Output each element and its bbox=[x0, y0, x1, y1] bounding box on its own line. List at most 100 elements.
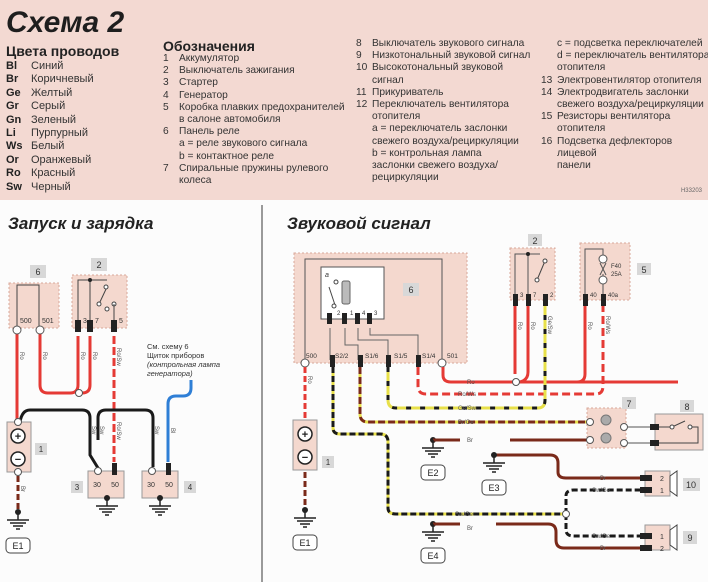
fuse-rating: 25A bbox=[611, 272, 622, 278]
component-label: 7 bbox=[626, 399, 631, 409]
wire-color-name: Черный bbox=[31, 180, 71, 193]
legend-item: 14 Электродвигатель заслонки bbox=[541, 87, 708, 99]
wire-label: Ro bbox=[306, 376, 312, 384]
legend-text: Выключатель звукового сигнала bbox=[372, 38, 525, 49]
legend-number: 3 bbox=[163, 77, 169, 89]
legend-text: Низкотональный звуковой сигнал bbox=[372, 50, 531, 62]
legend-number: 10 bbox=[356, 62, 368, 74]
component-label-box bbox=[30, 265, 46, 278]
pin-label: 500 bbox=[306, 353, 317, 360]
wire-label: Ro/Ws bbox=[604, 316, 610, 334]
legend-number: 13 bbox=[541, 74, 553, 86]
legend-text: сигнал bbox=[372, 74, 404, 86]
pin-label: 4 bbox=[362, 311, 366, 317]
pin-label: 3 bbox=[520, 293, 524, 299]
legend-text: в салоне автомобиля bbox=[179, 114, 281, 126]
ignition-switch-2 bbox=[509, 247, 556, 301]
wire-label: Ro/Sw bbox=[115, 348, 121, 366]
pin-label: 500 bbox=[20, 318, 32, 325]
legend-text: заслонки свежего воздуха/ bbox=[372, 160, 498, 172]
legend-number: 14 bbox=[541, 86, 553, 98]
wire-label: Ro bbox=[41, 352, 47, 360]
legend-text: Панель реле bbox=[179, 126, 240, 138]
legend-item: 5 Коробка плавких предохранителей bbox=[163, 102, 353, 114]
ignition-switch-2 bbox=[71, 274, 128, 329]
ground-label: E4 bbox=[427, 551, 438, 561]
legend-item: b = контрольная лампа bbox=[356, 148, 546, 160]
wire-color-name: Красный bbox=[31, 167, 76, 180]
wire-color-code: Ws bbox=[6, 140, 23, 153]
relay-label: a bbox=[325, 272, 329, 279]
wire-color-code: Ro bbox=[6, 167, 21, 180]
component-label: 6 bbox=[408, 285, 413, 295]
pin-label: 7 bbox=[533, 293, 537, 299]
component-label: 2 bbox=[532, 236, 537, 246]
wire-label: Ro/Ws bbox=[458, 392, 476, 398]
pin-label: S1/5 bbox=[394, 353, 408, 360]
legend-text: свежего воздуха/рециркуляции bbox=[372, 135, 519, 147]
wire-label: Ro bbox=[79, 352, 85, 360]
legend-text: b = контрольная лампа bbox=[372, 147, 482, 159]
legend-text: Спиральные пружины рулевого bbox=[179, 162, 329, 174]
legend-item: a = переключатель заслонки bbox=[356, 123, 546, 135]
pin-label: 2 bbox=[660, 476, 664, 483]
wire-label: Br/Ge bbox=[458, 420, 474, 426]
wire-color-code: Bl bbox=[6, 60, 17, 72]
wire-colors-heading: Цвета проводов bbox=[6, 43, 120, 59]
fuse-box-5 bbox=[579, 242, 631, 301]
pin-label: 50 bbox=[165, 482, 173, 489]
note-line: (контрольная лампа bbox=[147, 360, 221, 369]
wire-label: Sw/Ge bbox=[592, 534, 611, 540]
pin-label: 1 bbox=[660, 534, 664, 541]
legend-item: панели bbox=[541, 160, 708, 172]
legend-text: Коробка плавких предохранителей bbox=[179, 101, 345, 113]
legend-text: a = переключатель заслонки bbox=[372, 123, 508, 135]
wire-label: Br bbox=[19, 486, 25, 492]
legend-number: 5 bbox=[163, 101, 169, 113]
wire-color-name: Белый bbox=[31, 140, 65, 153]
pin-label: S2/2 bbox=[335, 353, 349, 360]
pin-label: 2 bbox=[337, 311, 341, 317]
legend-text: Резисторы вентилятора bbox=[557, 111, 671, 123]
wire-color-row: Ro Красный bbox=[6, 167, 94, 180]
wire-color-code: Ge bbox=[6, 86, 21, 99]
legend-text: колеса bbox=[179, 175, 212, 187]
wire-label: Ro bbox=[529, 322, 535, 330]
legend-item: 15 Резисторы вентилятора bbox=[541, 111, 708, 123]
wire-color-code: Or bbox=[6, 153, 19, 166]
wire-label: Ro/Sw bbox=[115, 422, 121, 440]
legend-text: d = переключатель вентилятора bbox=[557, 50, 708, 62]
wire-color-name: Оранжевый bbox=[31, 153, 92, 166]
note-line: См. схему 6 bbox=[147, 342, 189, 351]
component-label: 10 bbox=[686, 480, 696, 490]
legend-number: 15 bbox=[541, 111, 553, 123]
wire-label: Ro bbox=[91, 352, 97, 360]
wire-label: Br bbox=[600, 546, 606, 552]
minus-icon: − bbox=[302, 452, 308, 464]
component-label-box bbox=[91, 258, 107, 271]
wire-color-row: Or Оранжевый bbox=[6, 154, 94, 167]
plus-icon: + bbox=[15, 431, 21, 443]
wire-label: Ro bbox=[467, 380, 475, 386]
wire-label: Ro bbox=[586, 322, 592, 330]
legend-heading: Обозначения bbox=[163, 38, 255, 54]
component-label: 3 bbox=[75, 483, 80, 492]
legend-text: Электродвигатель заслонки bbox=[557, 86, 689, 98]
instrument-cluster-note: См. схему 6 Щиток приборов (контрольная … bbox=[147, 342, 220, 378]
note-line: генератора) bbox=[147, 369, 193, 378]
wire-color-code: Sw bbox=[6, 180, 22, 193]
pin-label: S1/6 bbox=[365, 353, 379, 360]
page-title: Схема 2 bbox=[6, 6, 125, 39]
legend-item: c = подсветка переключателей bbox=[541, 38, 708, 50]
wire-label: Br bbox=[467, 438, 473, 444]
pin-label: 7 bbox=[95, 318, 99, 325]
wire-color-code: Li bbox=[6, 127, 16, 140]
legend-item: отопителя bbox=[356, 111, 546, 123]
